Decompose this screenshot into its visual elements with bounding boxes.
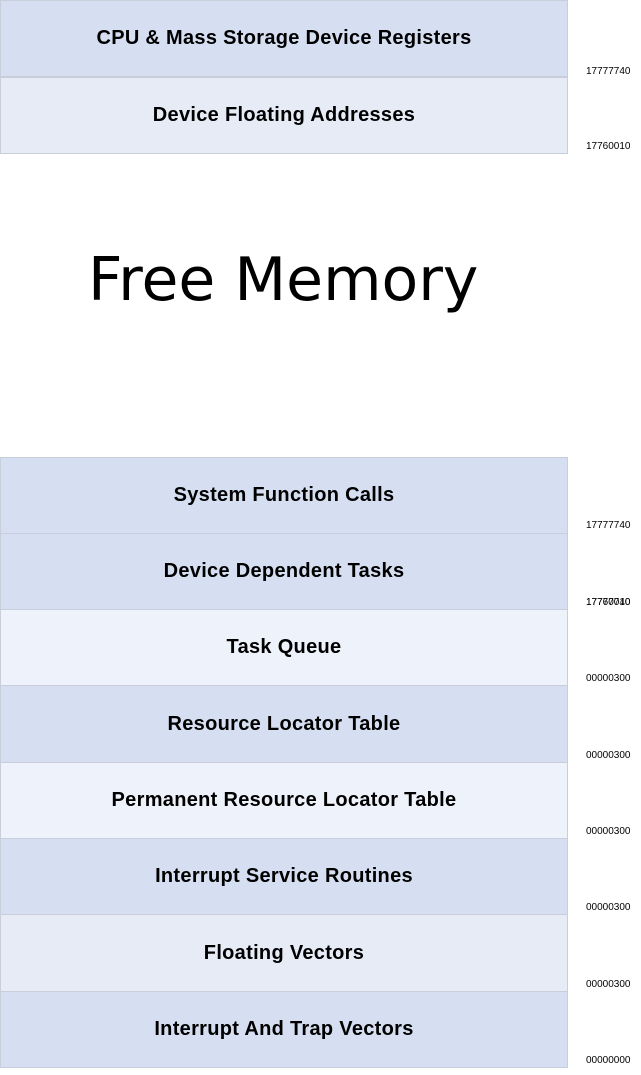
block-label: Device Dependent Tasks [163, 560, 405, 582]
block-label: Resource Locator Table [167, 712, 401, 735]
block-label: Permanent Resource Locator Table [111, 789, 457, 811]
block-label: Task Queue [226, 636, 342, 658]
address-label: 00000300 [586, 750, 631, 761]
block-task-queue: Task Queue [0, 609, 568, 686]
address-label: 00000000 [586, 1055, 631, 1066]
block-resource-locator-table: Resource Locator Table [0, 685, 568, 763]
block-interrupt-and-trap-vectors: Interrupt And Trap Vectors [0, 991, 568, 1068]
block-label: Interrupt Service Routines [155, 865, 413, 887]
address-label: 00000300 [586, 826, 631, 837]
address-label: 17760010 [586, 141, 631, 152]
block-label: CPU & Mass Storage Device Registers [96, 27, 472, 49]
block-device-dependent-tasks: Device Dependent Tasks [0, 533, 568, 610]
free-memory-label: Free Memory [88, 245, 479, 315]
address-label: 00000300 [586, 902, 631, 913]
address-label-overlap-a: 17760010 [586, 597, 631, 608]
block-label: Floating Vectors [203, 941, 365, 964]
address-label: 17777740 [586, 520, 631, 531]
block-label: Device Floating Addresses [152, 104, 416, 126]
block-device-floating-addresses: Device Floating Addresses [0, 77, 568, 154]
block-interrupt-service-routines: Interrupt Service Routines [0, 838, 568, 915]
block-floating-vectors: Floating Vectors [0, 914, 568, 992]
block-label: System Function Calls [173, 484, 395, 506]
block-permanent-resource-locator-table: Permanent Resource Locator Table [0, 762, 568, 839]
address-label: 00000300 [586, 673, 631, 684]
address-label: 17777740 [586, 66, 631, 77]
block-system-function-calls: System Function Calls [0, 457, 568, 534]
address-label: 00000300 [586, 979, 631, 990]
block-label: Interrupt And Trap Vectors [154, 1018, 414, 1040]
block-cpu-mass-storage-registers: CPU & Mass Storage Device Registers [0, 0, 568, 77]
address-label-overlap-b: 17777740 [586, 597, 631, 608]
